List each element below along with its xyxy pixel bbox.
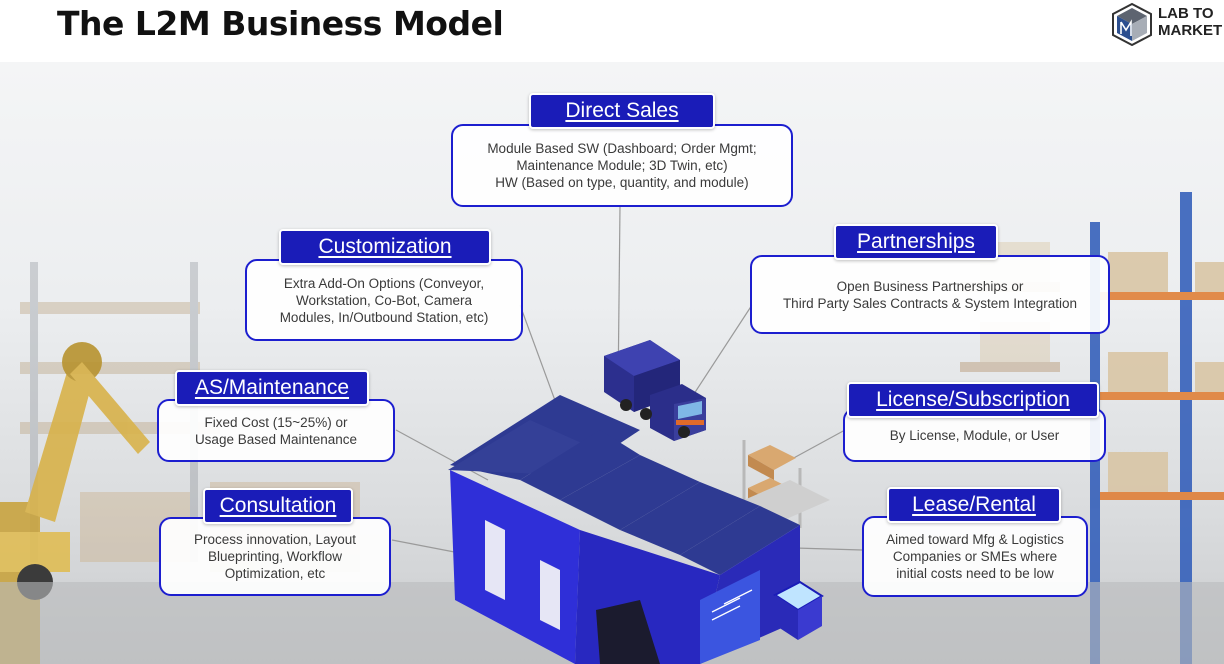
cube-logo-icon [1112,2,1152,47]
lease-rental-description: Aimed toward Mfg & Logistics Companies o… [886,532,1064,581]
customization-box: Extra Add-On Options (Conveyor, Workstat… [245,259,523,341]
consultation-title: Consultation [203,488,353,524]
as-maintenance-box: Fixed Cost (15~25%) or Usage Based Maint… [157,399,395,462]
node-customization: Extra Add-On Options (Conveyor, Workstat… [245,229,523,341]
node-lease-rental: Aimed toward Mfg & Logistics Companies o… [862,487,1088,597]
page-title: The L2M Business Model [57,4,504,43]
customization-title: Customization [279,229,491,265]
license-subscription-title: License/Subscription [847,382,1099,418]
consultation-description: Process innovation, Layout Blueprinting,… [193,532,357,581]
lease-rental-box: Aimed toward Mfg & Logistics Companies o… [862,516,1088,597]
delivery-truck-icon [604,340,706,441]
lab-to-market-logo: LAB TO MARKET [1110,2,1224,48]
header: The L2M Business Model LAB TO MARKET [0,0,1224,62]
lease-rental-title: Lease/Rental [887,487,1061,523]
logo-text: LAB TO MARKET [1158,5,1223,39]
node-partnerships: Open Business Partnerships or Third Part… [750,224,1110,334]
warehouse-icon [448,395,824,664]
node-consultation: Process innovation, Layout Blueprinting,… [159,488,391,596]
as-maintenance-description: Fixed Cost (15~25%) or Usage Based Maint… [194,414,358,447]
as-maintenance-title: AS/Maintenance [175,370,369,406]
direct-sales-description: Module Based SW (Dashboard; Order Mgmt; … [487,141,757,190]
node-license-subscription: By License, Module, or User License/Subs… [843,382,1106,462]
node-direct-sales: Module Based SW (Dashboard; Order Mgmt; … [451,93,793,207]
license-subscription-description: By License, Module, or User [889,427,1060,443]
consultation-box: Process innovation, Layout Blueprinting,… [159,517,391,596]
customization-description: Extra Add-On Options (Conveyor, Workstat… [279,275,489,325]
direct-sales-title: Direct Sales [529,93,715,129]
direct-sales-box: Module Based SW (Dashboard; Order Mgmt; … [451,124,793,207]
node-as-maintenance: Fixed Cost (15~25%) or Usage Based Maint… [157,370,395,462]
partnerships-description: Open Business Partnerships or Third Part… [782,278,1078,311]
partnerships-box: Open Business Partnerships or Third Part… [750,255,1110,334]
partnerships-title: Partnerships [834,224,998,260]
